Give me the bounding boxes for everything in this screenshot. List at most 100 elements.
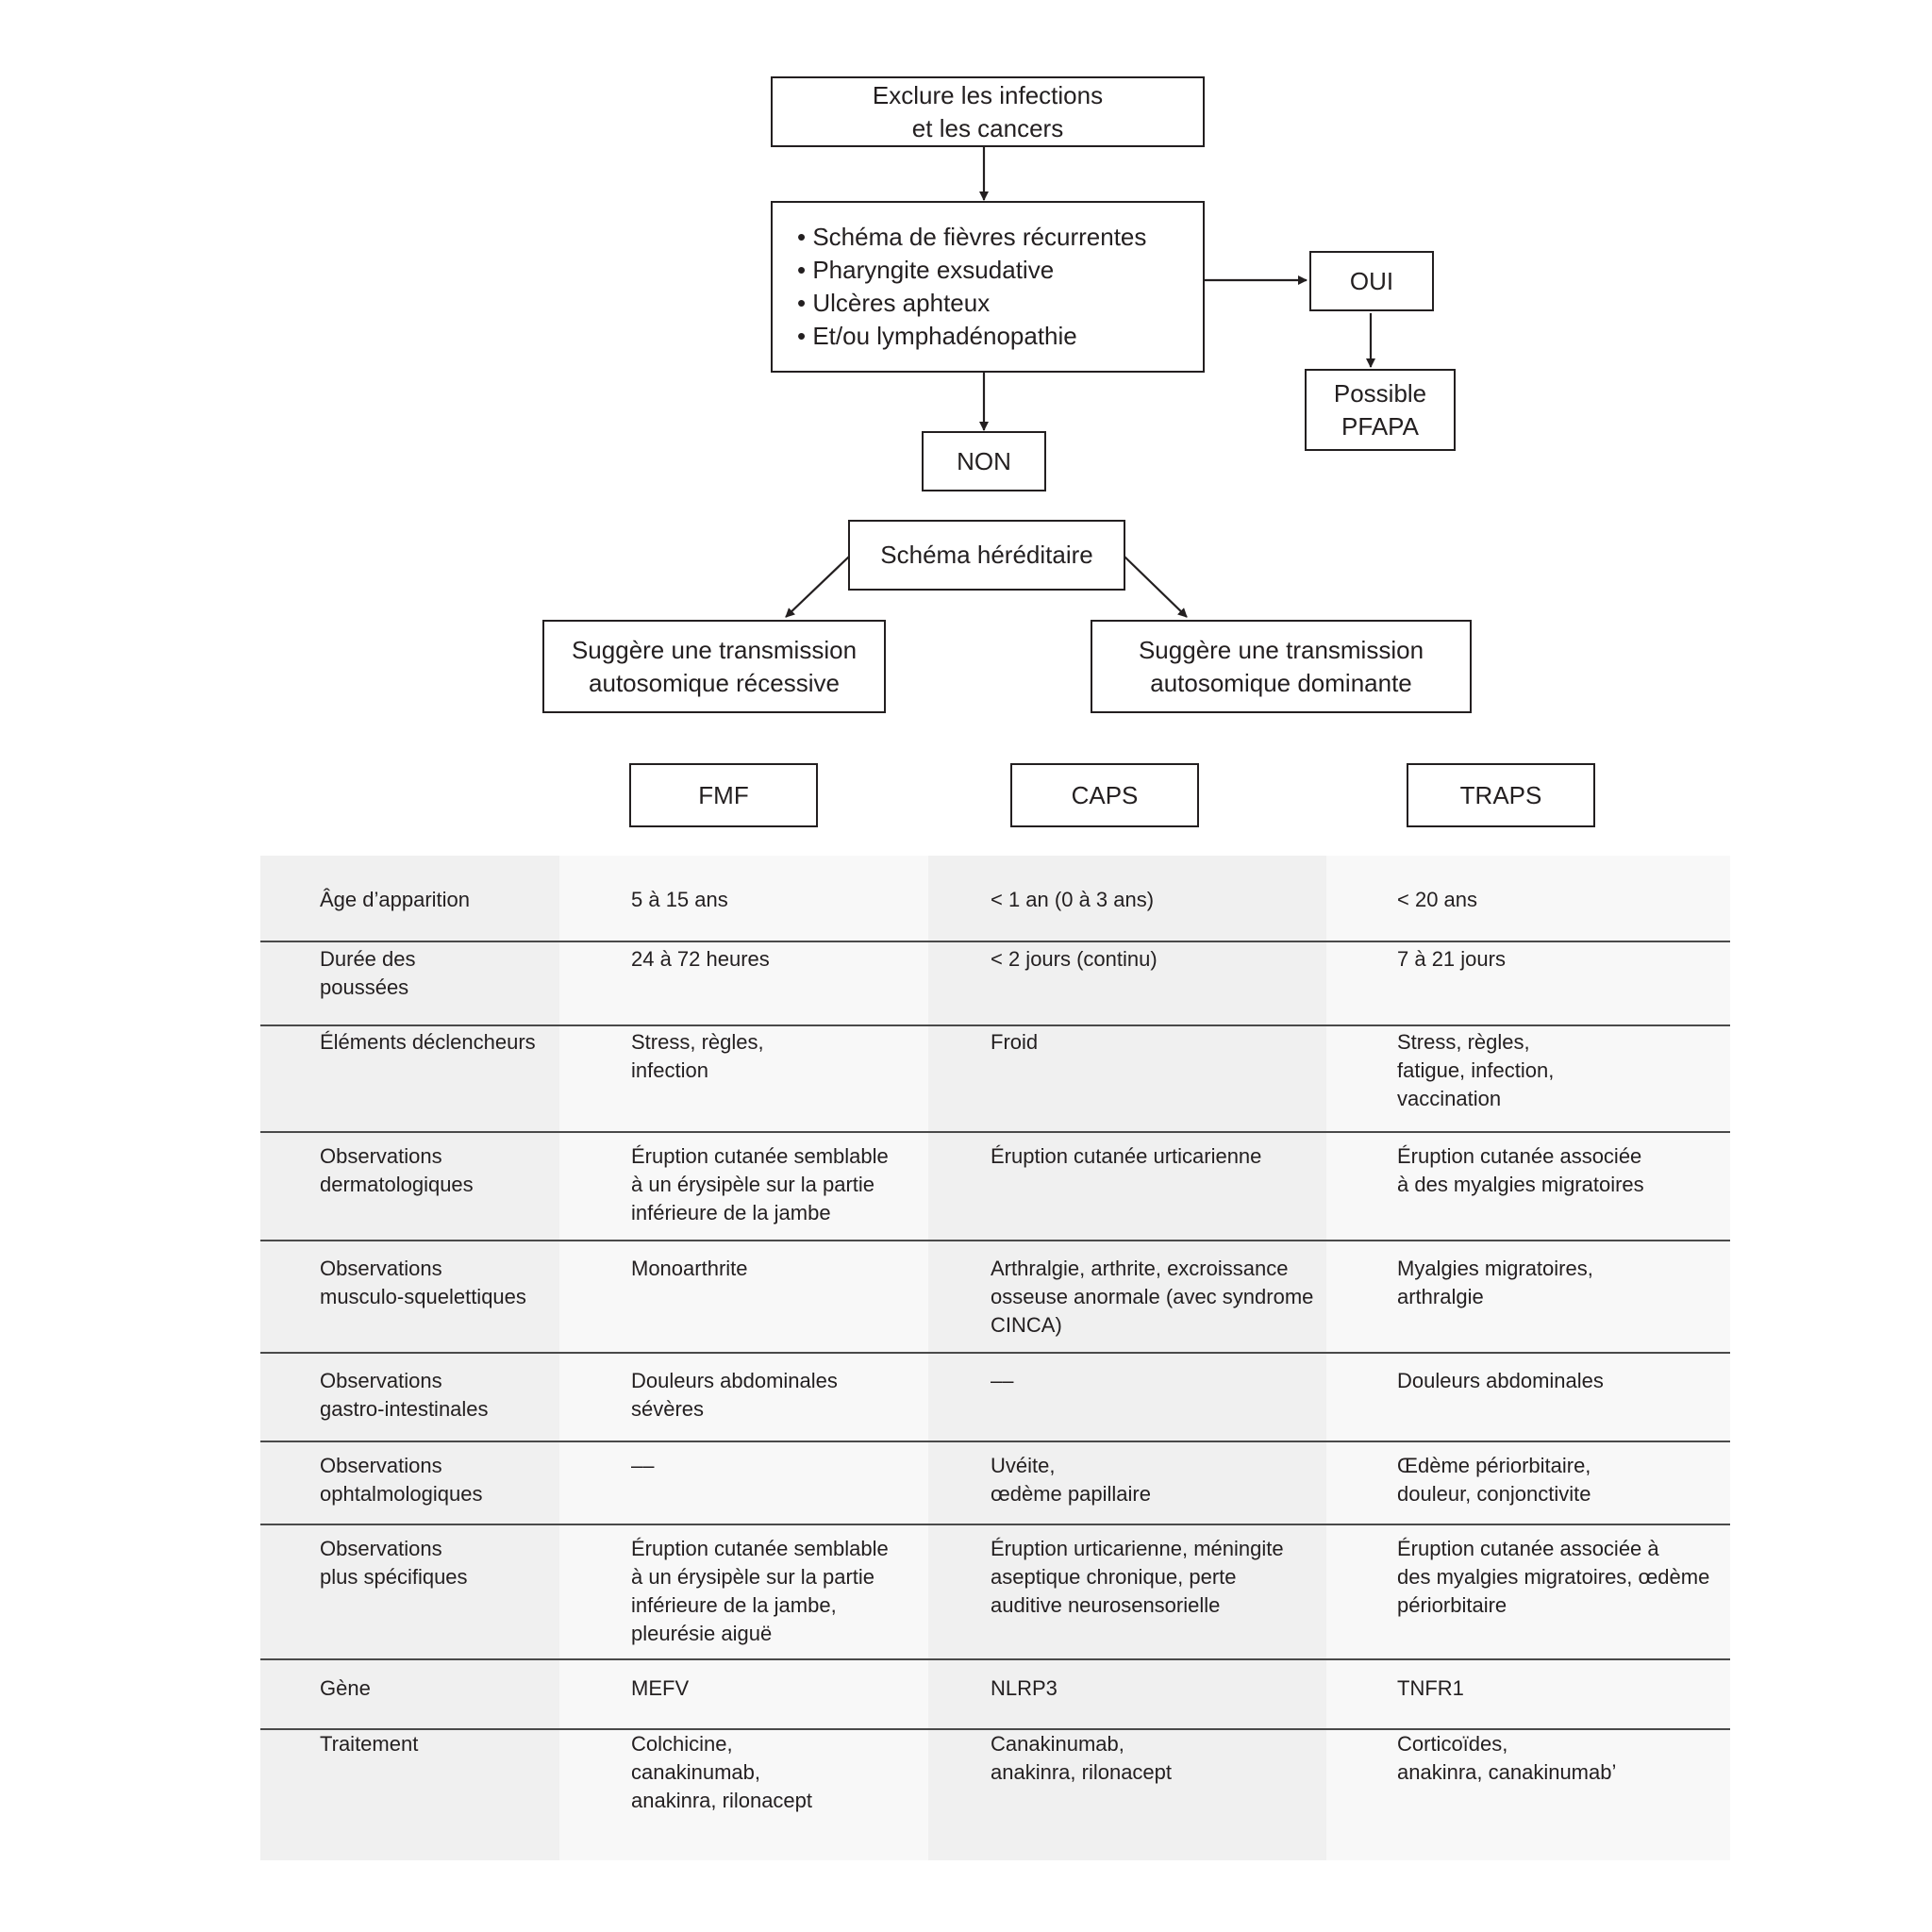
- cell-line: anakinra, canakinumab’: [1397, 1760, 1617, 1784]
- cell-line: Gène: [320, 1676, 371, 1700]
- dominant-line-1: Suggère une transmission: [1138, 635, 1424, 664]
- cell-fmf: ––: [631, 1452, 924, 1480]
- cell-line: 24 à 72 heures: [631, 947, 770, 971]
- row-divider: [260, 1524, 1730, 1525]
- cell-line: Observations: [320, 1369, 442, 1392]
- possible-line-1: Possible: [1333, 378, 1427, 408]
- cell-line: gastro-intestinales: [320, 1397, 489, 1421]
- row-divider: [260, 1441, 1730, 1442]
- cell-traps: Myalgies migratoires,arthralgie: [1397, 1255, 1727, 1311]
- disease-caps-box: CAPS: [1010, 763, 1199, 827]
- comparison-table: Âge d’apparition 5 à 15 ans < 1 an (0 à 3 …: [260, 856, 1730, 1860]
- table-row: Âge d’apparition 5 à 15 ans < 1 an (0 à 3 …: [260, 856, 1730, 941]
- table-row: Observations gastro-intestinales Douleurs …: [260, 1352, 1730, 1441]
- column-background-label: [260, 856, 559, 1860]
- cell-line: NLRP3: [991, 1676, 1058, 1700]
- dominant-box: Suggère une transmission autosomique dom…: [1091, 620, 1472, 713]
- cell-line: Traitement: [320, 1732, 419, 1756]
- table-row: Traitement Colchicine,canakinumab,anakinr…: [260, 1728, 1730, 1860]
- criteria-item: Ulcères aphteux: [797, 287, 990, 320]
- cell-traps: Œdème périorbitaire,douleur, conjonctivi…: [1397, 1452, 1727, 1508]
- cell-fmf: Stress, règles,infection: [631, 1028, 924, 1085]
- cell-fmf: MEFV: [631, 1674, 924, 1703]
- column-background-traps: [1326, 856, 1730, 1860]
- row-header-cell: Âge d’apparition: [320, 886, 556, 914]
- cell-line: Éruption cutanée associée: [1397, 1144, 1642, 1168]
- cell-line: < 1 an (0 à 3 ans): [991, 888, 1155, 911]
- row-header-cell: Gène: [320, 1674, 556, 1703]
- row-header-cell: Observations dermatologiques: [320, 1142, 556, 1199]
- cell-line: Observations: [320, 1144, 442, 1168]
- cell-line: 5 à 15 ans: [631, 888, 728, 911]
- row-header-cell: Observations gastro-intestinales: [320, 1367, 556, 1424]
- row-header-cell: Traitement: [320, 1730, 556, 1758]
- cell-line: œdème papillaire: [991, 1482, 1151, 1506]
- cell-line: Myalgies migratoires,: [1397, 1257, 1593, 1280]
- cell-traps: TNFR1: [1397, 1674, 1727, 1703]
- possible-pfapa-box: Possible PFAPA: [1305, 369, 1456, 451]
- cell-fmf: 24 à 72 heures: [631, 945, 924, 974]
- cell-line: pleurésie aiguë: [631, 1622, 773, 1645]
- cell-line: TNFR1: [1397, 1676, 1464, 1700]
- cell-fmf: Colchicine,canakinumab,anakinra, rilonac…: [631, 1730, 924, 1815]
- cell-line: CINCA): [991, 1313, 1062, 1337]
- cell-line: fatigue, infection,: [1397, 1058, 1555, 1082]
- column-background-caps: [928, 856, 1326, 1860]
- cell-line: Âge d’apparition: [320, 888, 471, 911]
- cell-line: dermatologiques: [320, 1173, 474, 1196]
- row-divider: [260, 1658, 1730, 1660]
- cell-line: infection: [631, 1058, 708, 1082]
- cell-caps: < 1 an (0 à 3 ans): [991, 886, 1326, 914]
- cell-line: périorbitaire: [1397, 1593, 1507, 1617]
- cell-line: sévères: [631, 1397, 705, 1421]
- cell-line: Éruption cutanée semblable: [631, 1537, 889, 1560]
- cell-line: à un érysipèle sur la partie: [631, 1173, 875, 1196]
- cell-line: douleur, conjonctivite: [1397, 1482, 1591, 1506]
- cell-line: Durée des: [320, 947, 416, 971]
- cell-line: Monoarthrite: [631, 1257, 748, 1280]
- column-background-fmf: [559, 856, 928, 1860]
- cell-traps: Stress, règles,fatigue, infection,vaccin…: [1397, 1028, 1727, 1113]
- exclude-line-2: et les cancers: [911, 113, 1064, 142]
- cell-line: < 2 jours (continu): [991, 947, 1158, 971]
- cell-line: inférieure de la jambe,: [631, 1593, 837, 1617]
- recessive-line-1: Suggère une transmission: [571, 635, 858, 664]
- cell-caps: Froid: [991, 1028, 1326, 1057]
- yes-label: OUI: [1349, 266, 1394, 295]
- cell-caps: < 2 jours (continu): [991, 945, 1326, 974]
- arrow-hereditary-to-recessive: [785, 556, 850, 618]
- cell-line: musculo-squelettiques: [320, 1285, 526, 1308]
- disease-caps-label: CAPS: [1071, 780, 1139, 809]
- row-divider: [260, 1131, 1730, 1133]
- cell-line: Éléments déclencheurs: [320, 1030, 536, 1054]
- cell-line: ––: [631, 1454, 655, 1477]
- table-row: Éléments déclencheurs Stress, règles,infe…: [260, 1024, 1730, 1131]
- cell-line: anakinra, rilonacept: [631, 1789, 813, 1812]
- cell-line: des myalgies migratoires, œdème: [1397, 1565, 1710, 1589]
- criteria-box: Schéma de fièvres récurrentes Pharyngite…: [771, 201, 1205, 373]
- dominant-line-2: autosomique dominante: [1150, 668, 1412, 697]
- cell-line: plus spécifiques: [320, 1565, 468, 1589]
- disease-fmf-label: FMF: [698, 780, 749, 809]
- cell-line: Colchicine,: [631, 1732, 733, 1756]
- no-label: NON: [957, 446, 1011, 475]
- cell-line: Douleurs abdominales: [631, 1369, 838, 1392]
- cell-traps: Douleurs abdominales: [1397, 1367, 1727, 1395]
- cell-line: à des myalgies migratoires: [1397, 1173, 1644, 1196]
- row-divider: [260, 1728, 1730, 1730]
- disease-traps-box: TRAPS: [1407, 763, 1595, 827]
- disease-fmf-box: FMF: [629, 763, 818, 827]
- row-divider: [260, 1024, 1730, 1026]
- criteria-item: Pharyngite exsudative: [797, 254, 1054, 287]
- row-divider: [260, 941, 1730, 942]
- cell-line: inférieure de la jambe: [631, 1201, 831, 1224]
